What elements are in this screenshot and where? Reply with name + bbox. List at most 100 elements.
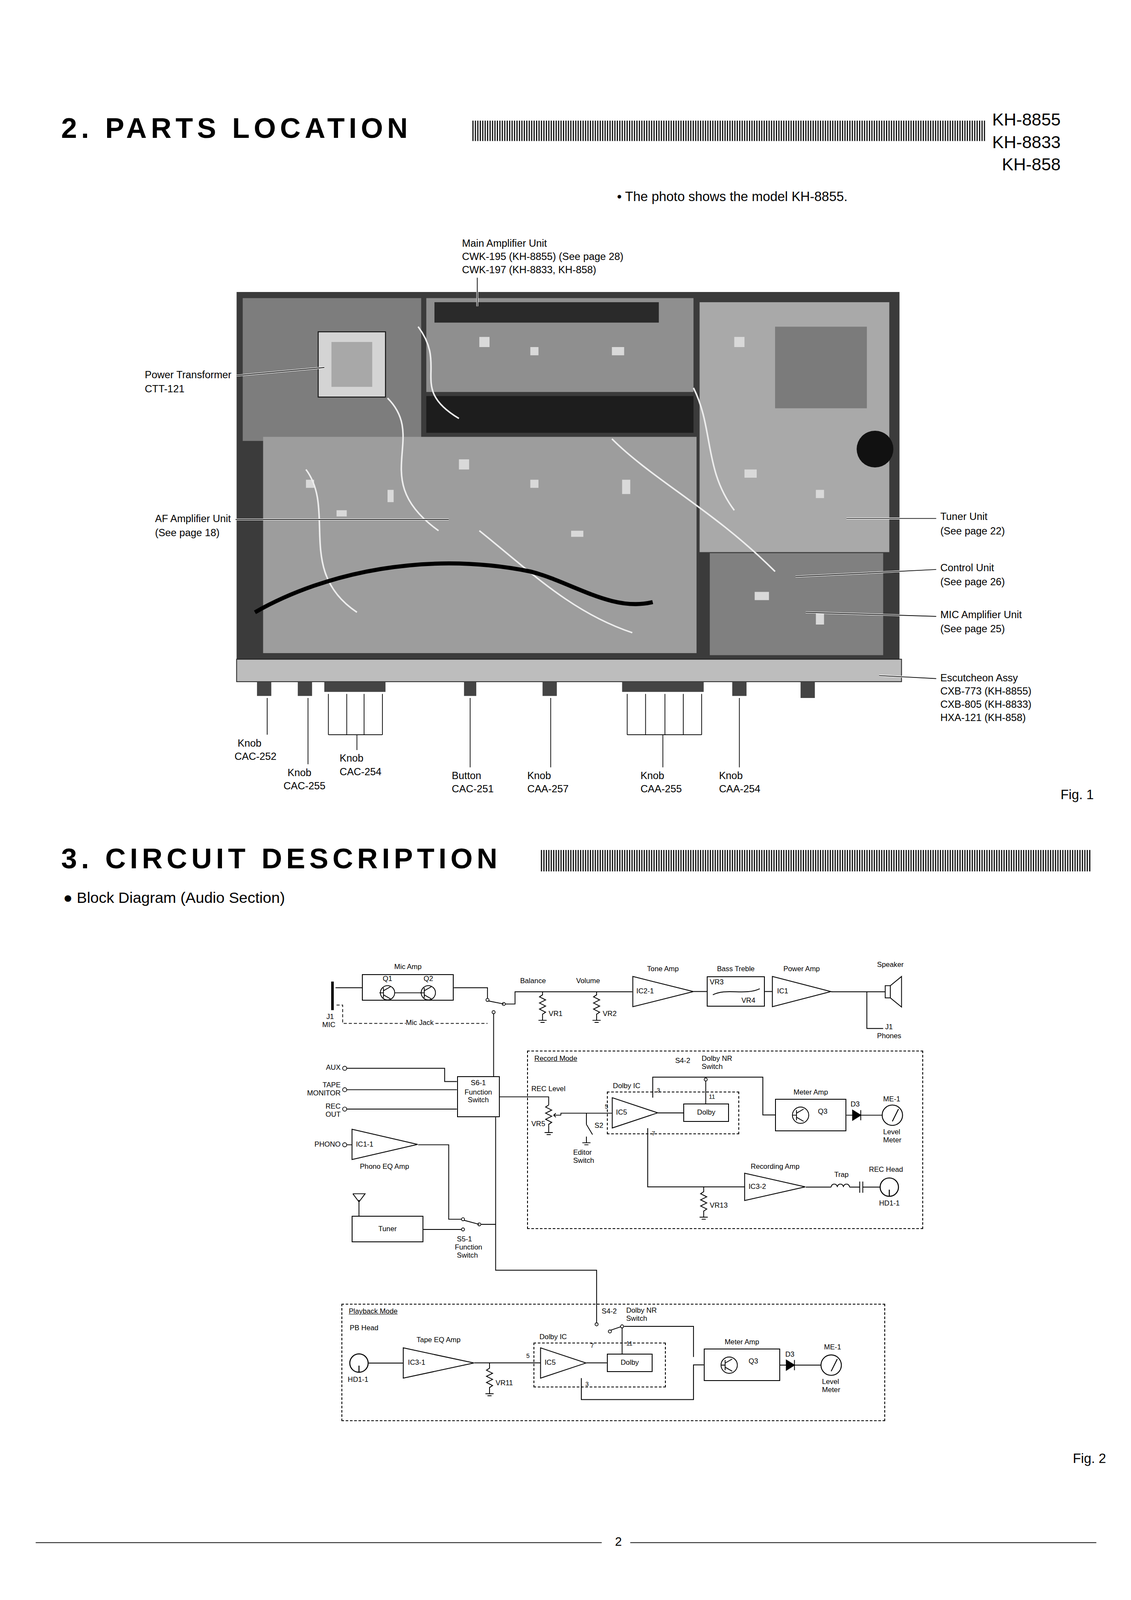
transistor-symbols <box>379 986 804 1371</box>
text-label: Fig. 2 <box>1072 1451 1107 1466</box>
dial-drum <box>856 430 894 468</box>
text-label: Power Transformer <box>144 369 232 381</box>
terminal <box>608 1329 612 1333</box>
text-label: Switch <box>573 1156 595 1165</box>
signal-connector <box>474 1361 541 1363</box>
text-label: S4-2 <box>601 1307 617 1315</box>
terminal <box>594 1322 598 1326</box>
triangle-shape <box>352 1129 418 1160</box>
section-title: 2. PARTS LOCATION <box>61 112 416 144</box>
text-label: CXB-773 (KH-8855) <box>940 685 1032 697</box>
block-label: IC5 <box>615 1108 627 1117</box>
text-label: (See page 22) <box>940 525 1005 537</box>
af-board <box>263 436 697 653</box>
transistor-circle <box>792 1106 809 1123</box>
level-meter <box>821 1354 842 1376</box>
block-label: Tone Amp <box>647 964 679 973</box>
text-label: Knob <box>237 737 262 749</box>
text-label: CAC-254 <box>339 766 382 778</box>
terminal <box>704 1077 708 1081</box>
block-box: Meter AmpQ3 <box>775 1098 847 1131</box>
text-label: (See page 25) <box>940 623 1005 635</box>
block-label: Recording Amp <box>750 1162 800 1171</box>
terminal <box>492 1010 496 1014</box>
text-label: VR11 <box>495 1378 514 1387</box>
block-label: Playback Mode <box>348 1307 398 1315</box>
chassis-photo <box>236 291 902 698</box>
text-label: TAPE <box>322 1081 341 1089</box>
text-label: Switch <box>626 1314 648 1323</box>
signal-wires <box>335 987 886 1365</box>
tape-head <box>880 1177 899 1196</box>
text-label: ME-1 <box>824 1343 842 1351</box>
signal-connector <box>581 1364 704 1400</box>
text-label: Level <box>822 1377 840 1386</box>
leader-line <box>235 277 937 679</box>
text-label: HD1-1 <box>347 1375 369 1384</box>
text-label: 7 <box>590 1342 595 1350</box>
footer-rule <box>35 1542 1097 1543</box>
text-label: Fig. 1 <box>1060 787 1094 802</box>
block-label: Dolby IC <box>612 1081 641 1090</box>
block-label: VR3 <box>709 978 724 986</box>
block-box: Meter AmpQ3 <box>703 1348 781 1381</box>
amplifier-triangle: IC1-1Phono EQ Amp <box>351 1128 418 1160</box>
transformer-bay <box>242 297 422 441</box>
text-label: Mic Jack <box>405 1018 434 1027</box>
text-label: Dolby NR <box>701 1054 733 1063</box>
text-label: HXA-121 (KH-858) <box>940 711 1026 723</box>
text-label: 2 <box>615 1534 622 1549</box>
text-label: HD1-1 <box>879 1199 900 1207</box>
signal-connector <box>586 1361 607 1363</box>
text-label: VR2 <box>602 1009 617 1018</box>
trap-coil <box>830 1183 850 1187</box>
amplifier-triangle: IC5 <box>612 1097 659 1129</box>
dashed-region: Record ModeDolby ICIC5DolbyMeter AmpQ3Re… <box>527 1050 923 1229</box>
block-label: IC3-1 <box>408 1358 426 1367</box>
transistor-circle <box>421 985 436 1000</box>
text-label: Function <box>454 1243 483 1251</box>
block-label: IC1-1 <box>355 1140 374 1149</box>
heatsink <box>426 396 694 433</box>
text-label: CWK-195 (KH-8855) (See page 28) <box>461 250 624 263</box>
text-label: AUX <box>326 1063 341 1072</box>
text-label: D3 <box>785 1350 795 1359</box>
block-label: Record Mode <box>534 1054 578 1063</box>
terminal <box>342 1066 347 1071</box>
dashed-region: Dolby ICIC5Dolby <box>533 1342 667 1388</box>
block-label: S6-1 <box>470 1078 486 1087</box>
text-label: CTT-121 <box>144 383 185 395</box>
block-label: Tape EQ Amp <box>416 1335 461 1344</box>
front-panel <box>236 658 902 682</box>
terminal <box>461 1227 465 1231</box>
components <box>306 336 825 625</box>
head-gap <box>888 1189 890 1197</box>
text-label: J1 <box>326 1012 335 1021</box>
text-label: CAC-251 <box>451 783 494 795</box>
block-label: IC2-1 <box>636 987 654 995</box>
text-label: Knob <box>527 769 551 782</box>
tape-head <box>349 1353 369 1373</box>
tuner-shield <box>775 326 867 409</box>
text-label: Trap <box>834 1170 849 1179</box>
block-label: Q2 <box>423 974 433 983</box>
text-label: PHONO <box>314 1140 341 1149</box>
amplifier-triangle: Tone AmpIC2-1 <box>632 976 694 1007</box>
text-label: Escutcheon Assy <box>940 672 1018 684</box>
block-label: IC3-2 <box>748 1182 767 1191</box>
text-label: Level <box>883 1128 901 1136</box>
block-label: IC1 <box>777 987 789 995</box>
text-label: • The photo shows the model KH-8855. <box>617 189 848 205</box>
text-label: 3 <box>656 1087 661 1094</box>
amplifier-triangle: Tape EQ AmpIC3-1 <box>402 1347 475 1379</box>
leader-underlay <box>235 277 937 679</box>
text-label: MONITOR <box>306 1089 341 1097</box>
block-label: Meter Amp <box>724 1337 760 1346</box>
amplifier-triangle: IC5 <box>540 1347 587 1379</box>
potentiometers <box>485 991 708 1396</box>
text-label: KH-8855 <box>992 110 1061 130</box>
triangle-shape <box>403 1347 475 1378</box>
text-label: Phones <box>877 1031 902 1040</box>
diode-symbol <box>786 1109 861 1370</box>
text-label: VR13 <box>709 1201 728 1210</box>
